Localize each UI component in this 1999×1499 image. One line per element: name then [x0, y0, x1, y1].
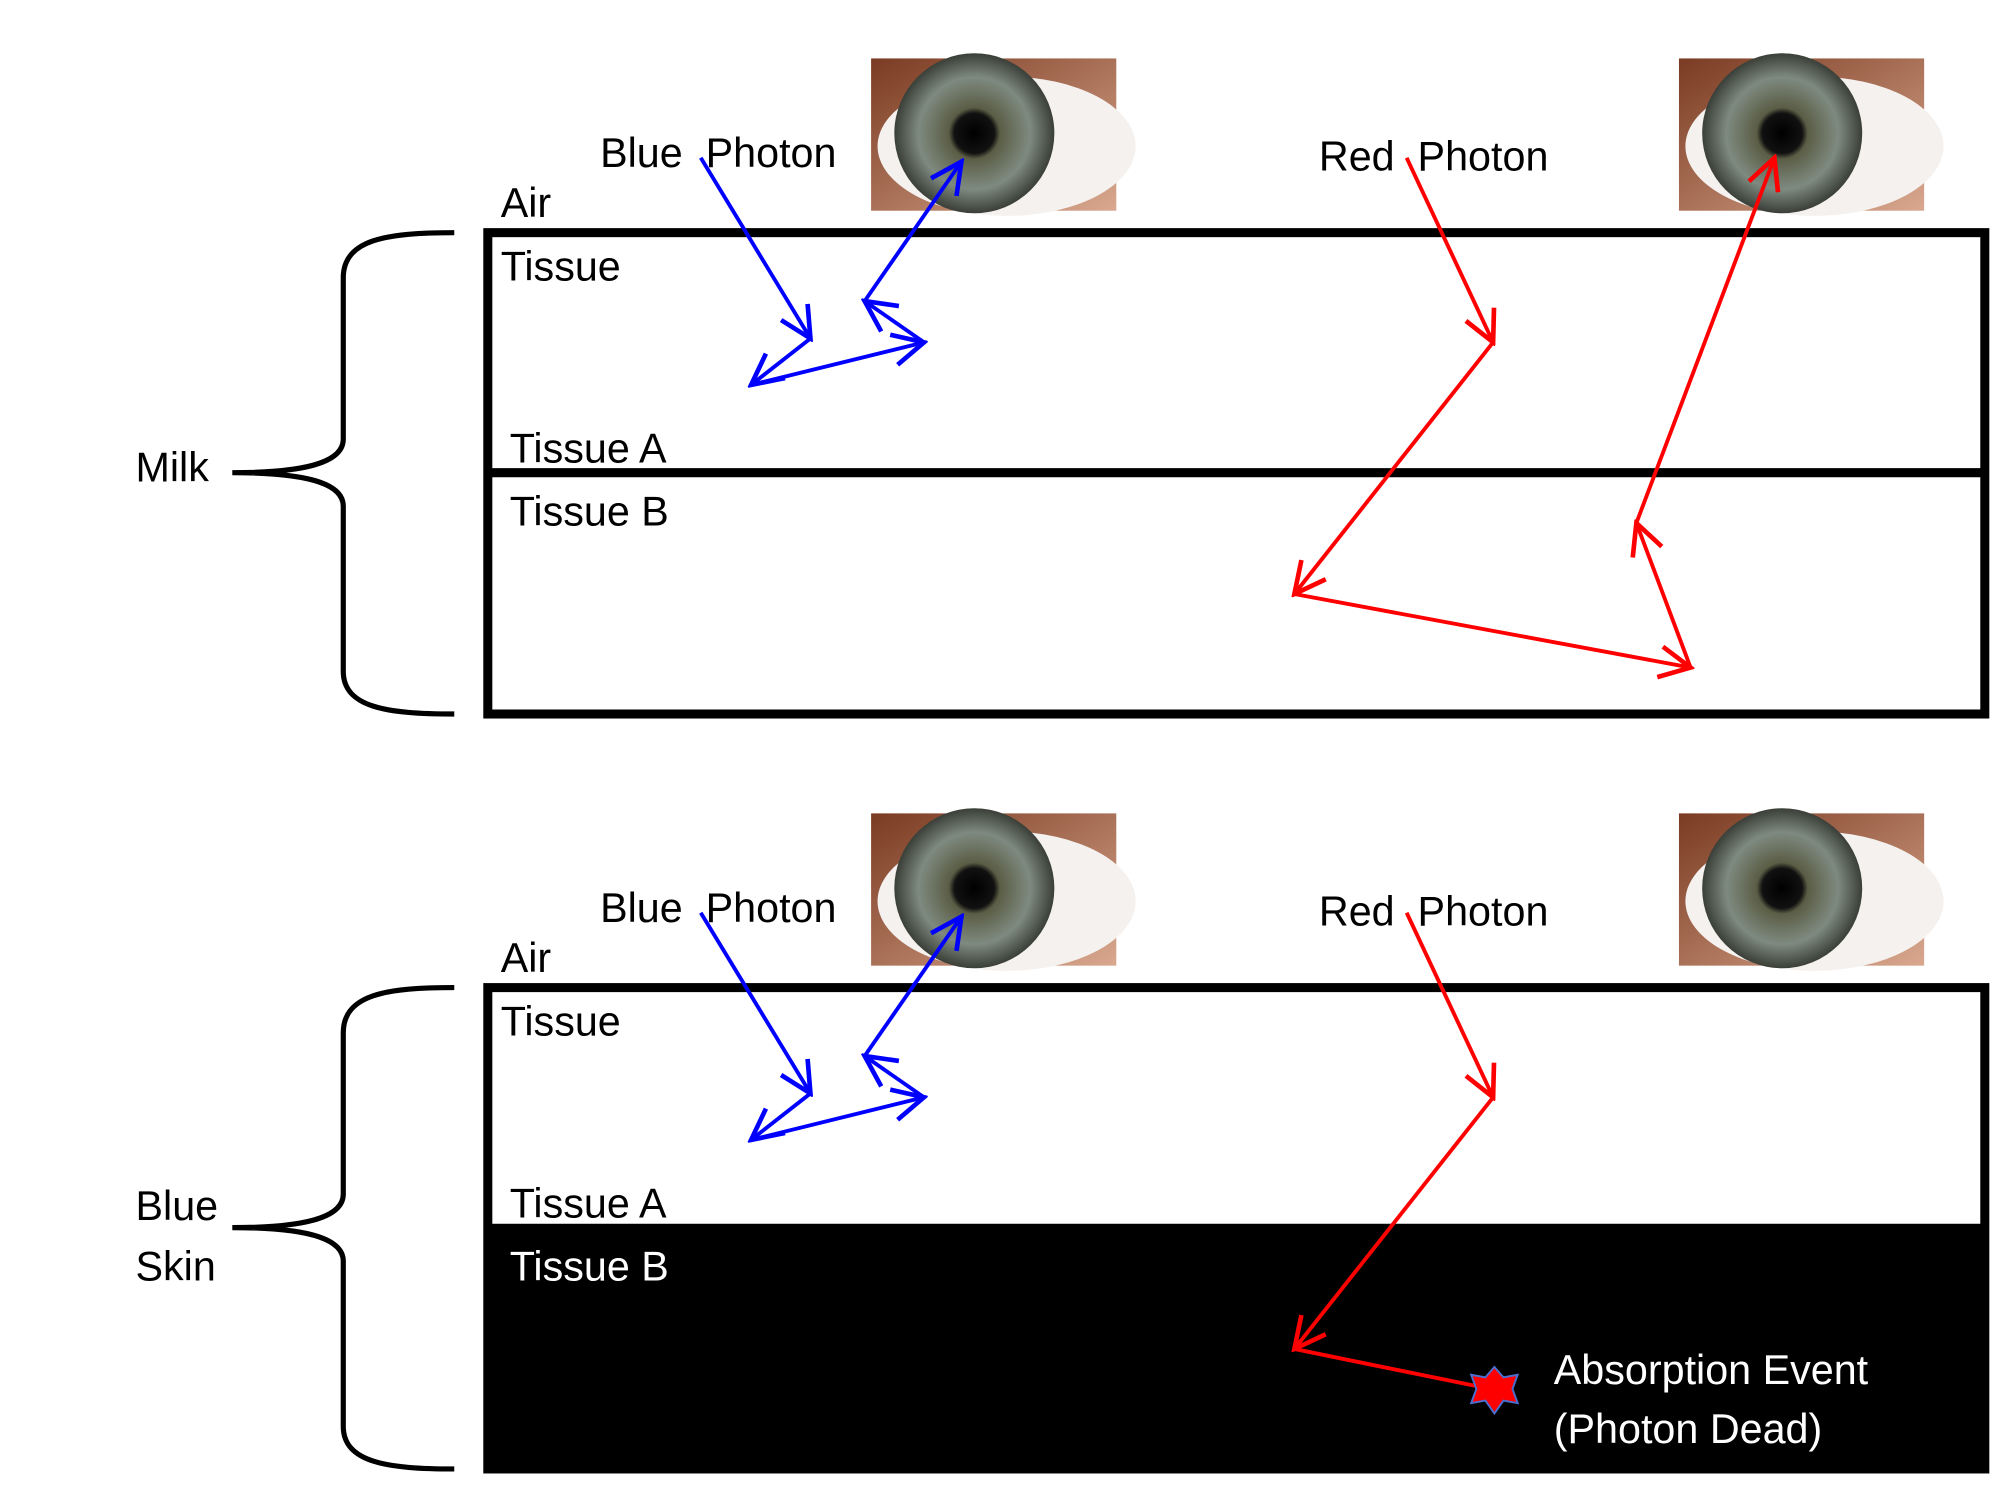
star-burst-icon [1469, 1365, 1520, 1416]
tissue-a-label: Tissue A [510, 425, 667, 471]
blue-photon-label: Blue Photon [600, 885, 836, 931]
air-label: Air [501, 180, 552, 226]
blue-photon-path [699, 911, 962, 1140]
absorption-label-line-1: Absorption Event [1554, 1347, 1869, 1393]
tissue-b-label: Tissue B [510, 1244, 669, 1290]
red-photon-label: Red Photon [1319, 889, 1549, 935]
red-photon-path [1294, 158, 1774, 668]
group-label: Milk [136, 445, 210, 491]
absorbing-tissue-b [487, 1223, 1985, 1469]
red-photon-label: Red Photon [1319, 134, 1549, 180]
brace-icon [232, 985, 455, 1472]
group-label-line-1: Blue [136, 1183, 219, 1229]
eye-image [1678, 808, 1944, 971]
tissue-a-label: Tissue A [510, 1180, 667, 1226]
panel-milk: Milk Blue Photon Red Photon Air Tissue T… [136, 53, 1990, 719]
eye-image [1678, 53, 1944, 216]
eye-image [871, 808, 1136, 971]
red-photon-path [1294, 911, 1493, 1390]
blue-photon-label: Blue Photon [600, 130, 836, 176]
eye-image [871, 53, 1136, 216]
air-label: Air [501, 935, 552, 981]
blue-photon-path [699, 156, 962, 385]
tissue-label: Tissue [501, 998, 621, 1044]
tissue-label: Tissue [501, 243, 621, 289]
absorption-label-line-2: (Photon Dead) [1554, 1406, 1823, 1452]
group-label-line-2: Skin [136, 1244, 216, 1290]
tissue-b-label: Tissue B [510, 489, 669, 535]
brace-icon [232, 230, 455, 717]
panel-blue-skin: Blue Skin Blue Photon Red Photon Air Tis… [136, 808, 1990, 1474]
